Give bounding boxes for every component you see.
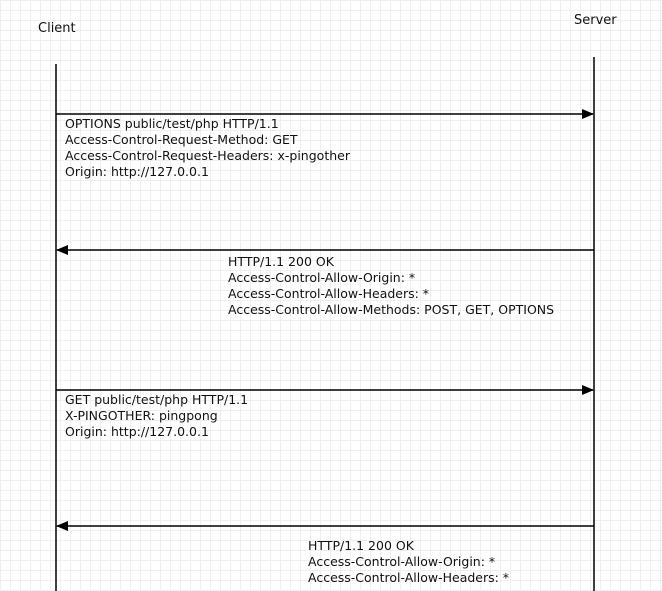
message-line: Access-Control-Allow-Methods: POST, GET,… xyxy=(228,302,555,317)
client-label: Client xyxy=(38,21,76,36)
options-request-text: OPTIONS public/test/php HTTP/1.1 Access-… xyxy=(65,116,350,180)
message-line: OPTIONS public/test/php HTTP/1.1 xyxy=(65,116,279,131)
message-line: Origin: http://127.0.0.1 xyxy=(65,424,209,439)
get-response-text: HTTP/1.1 200 OK Access-Control-Allow-Ori… xyxy=(308,538,509,586)
message-line: X-PINGOTHER: pingpong xyxy=(65,408,218,423)
message-line: HTTP/1.1 200 OK xyxy=(308,538,414,553)
message-line: Access-Control-Request-Headers: x-pingot… xyxy=(65,148,350,163)
message-line: Access-Control-Request-Method: GET xyxy=(65,132,298,147)
get-request-text: GET public/test/php HTTP/1.1 X-PINGOTHER… xyxy=(65,392,248,440)
server-label: Server xyxy=(574,13,617,28)
message-line: Access-Control-Allow-Headers: * xyxy=(308,570,510,585)
message-line: Access-Control-Allow-Origin: * xyxy=(228,270,416,285)
message-line: Access-Control-Allow-Origin: * xyxy=(308,554,496,569)
message-line: GET public/test/php HTTP/1.1 xyxy=(65,392,249,407)
message-line: HTTP/1.1 200 OK xyxy=(228,254,334,269)
message-line: Origin: http://127.0.0.1 xyxy=(65,164,209,179)
message-line: Access-Control-Allow-Headers: * xyxy=(228,286,430,301)
preflight-response-text: HTTP/1.1 200 OK Access-Control-Allow-Ori… xyxy=(228,254,554,318)
